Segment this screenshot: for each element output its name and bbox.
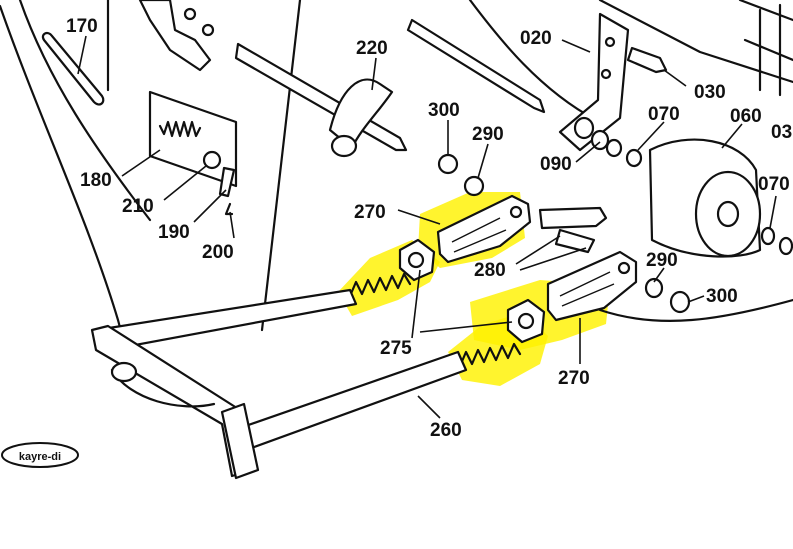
callout-030: 030 bbox=[694, 82, 726, 103]
part-300-clip-upper bbox=[437, 153, 459, 175]
part-070-bushing-right bbox=[760, 226, 776, 246]
part-090-spacer bbox=[573, 116, 595, 140]
bracket-hole bbox=[604, 36, 616, 48]
part-300-clip-lower bbox=[669, 290, 691, 314]
stamp-oval bbox=[1, 442, 79, 468]
hinge-bolt bbox=[183, 7, 197, 21]
part-290-washer-upper bbox=[463, 175, 485, 197]
clevis-upper-pin-hole bbox=[509, 205, 523, 219]
callout-290-lower: 290 bbox=[646, 250, 678, 271]
part-260-crossbar bbox=[90, 324, 254, 478]
leader-090 bbox=[575, 141, 601, 163]
clevis-lower-pin-hole bbox=[617, 261, 631, 275]
parts-group bbox=[41, 0, 793, 480]
part-280-pin-lower bbox=[554, 228, 596, 254]
part-060-roller-hub bbox=[716, 200, 740, 228]
leader-070b bbox=[769, 195, 777, 229]
leader-275a bbox=[411, 269, 421, 339]
leader-220 bbox=[371, 57, 377, 91]
callout-300-lower: 300 bbox=[706, 286, 738, 307]
part-03x-washer bbox=[778, 236, 793, 256]
right-housing-lower bbox=[598, 298, 793, 322]
callout-270-lower: 270 bbox=[558, 368, 590, 389]
leader-290b bbox=[653, 267, 665, 283]
part-030-bolt bbox=[626, 46, 668, 74]
frame-upper-curve bbox=[468, 0, 598, 122]
upper-thread bbox=[348, 272, 412, 298]
callout-070-upper: 070 bbox=[648, 104, 680, 125]
leader-190 bbox=[193, 189, 227, 223]
callout-060: 060 bbox=[730, 106, 762, 127]
part-290-washer-lower bbox=[644, 277, 664, 299]
hinge-plate bbox=[138, 0, 212, 72]
leader-300b bbox=[687, 295, 705, 303]
part-200-clip bbox=[224, 202, 234, 216]
leader-260 bbox=[417, 395, 441, 419]
reference-stamp: kayre-di bbox=[1, 442, 79, 468]
part-220-lever bbox=[328, 78, 394, 150]
callout-220: 220 bbox=[356, 38, 388, 59]
clevis-lower-slot bbox=[559, 271, 615, 307]
callout-03x: 03 bbox=[771, 122, 792, 143]
part-180-spring bbox=[158, 120, 202, 138]
part-170-rod bbox=[41, 31, 105, 106]
callout-290-upper: 290 bbox=[472, 124, 504, 145]
part-260-end-plate bbox=[220, 402, 260, 480]
part-070-bushing-left bbox=[625, 148, 643, 168]
callout-210: 210 bbox=[122, 196, 154, 217]
leader-200 bbox=[229, 211, 235, 239]
leader-210 bbox=[163, 165, 207, 201]
part-020-bracket bbox=[558, 12, 630, 152]
lever-pivot bbox=[330, 134, 358, 158]
bracket-hole-2 bbox=[600, 68, 612, 80]
nut-upper-bore bbox=[407, 251, 425, 269]
callout-275: 275 bbox=[380, 338, 412, 359]
leader-290a bbox=[477, 143, 489, 179]
callout-170: 170 bbox=[66, 16, 98, 37]
hitch-eye bbox=[110, 361, 138, 383]
callout-190: 190 bbox=[158, 222, 190, 243]
callout-090: 090 bbox=[540, 154, 572, 175]
nut-lower-bore bbox=[517, 312, 535, 330]
part-020-rod bbox=[406, 18, 546, 114]
part-190-pin bbox=[218, 166, 236, 198]
leader-275b bbox=[419, 321, 513, 333]
callout-070-right: 070 bbox=[758, 174, 790, 195]
part-260-upper-arm bbox=[94, 288, 358, 352]
clevis-upper-slot bbox=[451, 217, 507, 253]
leader-270a bbox=[397, 209, 441, 225]
part-270-clevis-upper bbox=[436, 194, 532, 264]
callout-280: 280 bbox=[474, 260, 506, 281]
frame-diagonal bbox=[260, 0, 302, 332]
leader-180 bbox=[121, 149, 161, 177]
leader-280b bbox=[519, 247, 587, 271]
leader-070a bbox=[637, 121, 665, 151]
callout-labels: 170 220 020 030 300 290 070 060 03 180 0… bbox=[66, 16, 792, 441]
callout-270-upper: 270 bbox=[354, 202, 386, 223]
callout-180: 180 bbox=[80, 170, 112, 191]
lower-thread bbox=[458, 342, 522, 368]
leader-280a bbox=[515, 235, 561, 265]
right-housing-grid bbox=[738, 0, 793, 97]
callout-260: 260 bbox=[430, 420, 462, 441]
right-housing-edge bbox=[598, 0, 793, 84]
leader-170 bbox=[77, 35, 87, 75]
leader-030 bbox=[663, 69, 687, 87]
leader-lines bbox=[77, 35, 777, 419]
leader-060 bbox=[721, 123, 743, 149]
hinge-bolt-2 bbox=[201, 23, 215, 37]
callout-300-upper: 300 bbox=[428, 100, 460, 121]
part-280-pin bbox=[538, 206, 608, 230]
leader-020 bbox=[561, 39, 591, 53]
part-090-nut bbox=[605, 138, 623, 158]
callout-200: 200 bbox=[202, 242, 234, 263]
stamp-text: kayre-di bbox=[19, 451, 61, 463]
part-210-nut bbox=[202, 150, 222, 170]
frame-inner-curve bbox=[18, 0, 152, 222]
callout-020: 020 bbox=[520, 28, 552, 49]
